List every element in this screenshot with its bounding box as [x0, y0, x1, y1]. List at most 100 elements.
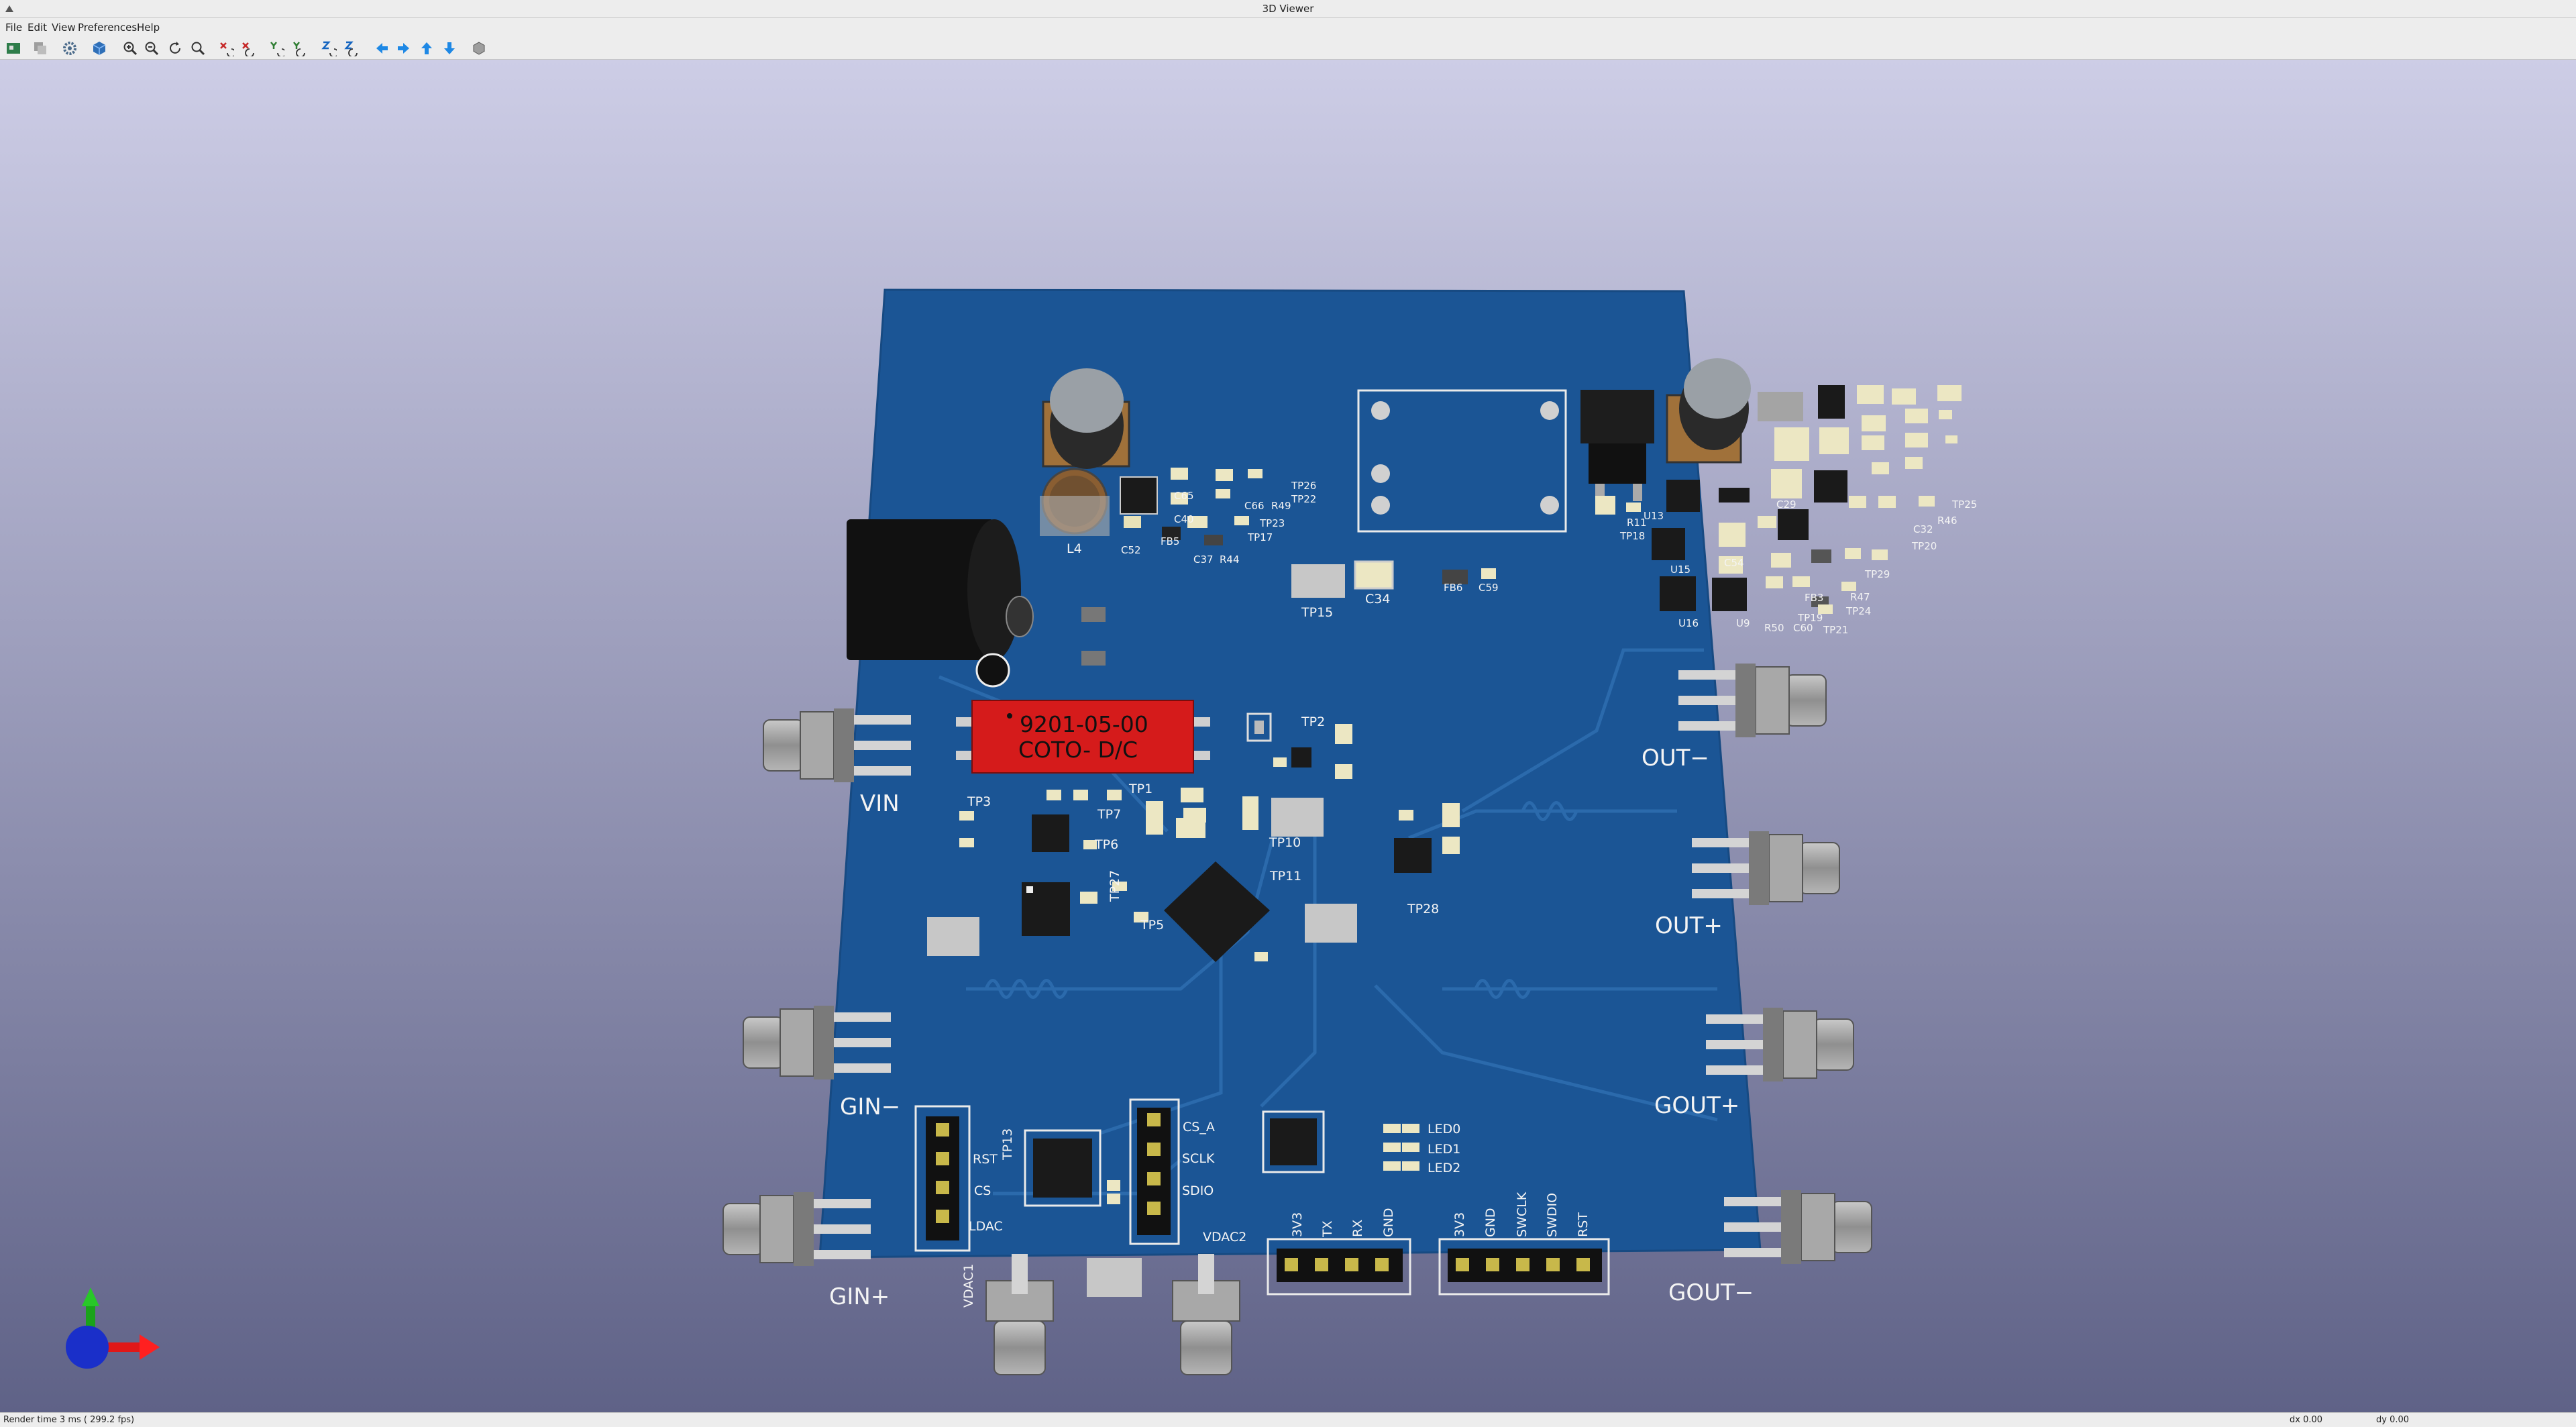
label-gout-minus: GOUT− — [1668, 1279, 1754, 1306]
label-led1: LED1 — [1428, 1142, 1460, 1157]
label-swd-gnd: GND — [1483, 1208, 1498, 1237]
sma-connector-gout-plus — [1705, 1007, 1854, 1082]
arrow-down-icon — [444, 42, 455, 54]
label-c40: C40 — [1174, 513, 1194, 525]
rotate-y-cw-icon — [270, 42, 284, 56]
rotate-z-ccw-button[interactable] — [342, 39, 361, 58]
smd-part — [1107, 1180, 1120, 1191]
label-fb3: FB3 — [1805, 592, 1823, 604]
label-vdac2: VDAC2 — [1203, 1230, 1246, 1245]
rotate-y-ccw-icon — [293, 42, 305, 56]
gear-icon — [63, 42, 76, 55]
rotate-x-ccw-icon — [242, 42, 254, 56]
label-r49: R49 — [1271, 500, 1291, 512]
header-dac-left — [914, 1105, 971, 1252]
test-pad-tp15 — [1291, 564, 1345, 598]
label-sdio: SDIO — [1182, 1183, 1214, 1198]
label-out-plus: OUT+ — [1655, 912, 1723, 939]
label-tp27: TP27 — [1108, 870, 1122, 902]
label-led2: LED2 — [1428, 1161, 1460, 1175]
rotate-y-cw-button[interactable] — [267, 39, 286, 58]
move-right-button[interactable] — [394, 39, 413, 58]
rotate-z-ccw-icon — [344, 41, 358, 56]
zoom-out-button[interactable] — [142, 39, 161, 58]
dac-outline — [1024, 1129, 1102, 1207]
dy-readout: dy 0.00 — [2376, 1415, 2410, 1425]
label-tp18: TP18 — [1619, 530, 1645, 542]
label-tp17: TP17 — [1247, 531, 1273, 543]
menu-edit[interactable]: Edit — [28, 21, 48, 34]
sma-connector-vdac1 — [985, 1253, 1054, 1375]
copy-icon — [34, 42, 46, 54]
sma-connector-out-plus — [1691, 831, 1840, 906]
label-tp15: TP15 — [1301, 605, 1333, 620]
menu-file[interactable]: File — [5, 21, 23, 34]
settings-button[interactable] — [60, 39, 79, 58]
zoom-out-icon — [145, 42, 159, 56]
label-tp19: TP19 — [1797, 612, 1823, 624]
pcb-3d-render[interactable]: L4 C52 FB5 C37 R44 C65 C40 C66 R49 TP26 … — [0, 60, 2576, 1412]
redraw-button[interactable] — [166, 39, 184, 58]
label-c37: C37 — [1193, 553, 1214, 566]
label-tp23: TP23 — [1259, 517, 1285, 529]
label-tp25: TP25 — [1951, 498, 1977, 511]
arrow-right-icon — [398, 43, 409, 54]
label-c52: C52 — [1121, 544, 1141, 556]
label-vdac1: VDAC1 — [961, 1264, 976, 1308]
window-title: 3D Viewer — [1262, 3, 1314, 15]
dx-readout: dx 0.00 — [2290, 1415, 2323, 1425]
raytracing-button[interactable] — [90, 39, 109, 58]
label-tp28: TP28 — [1407, 902, 1439, 916]
mcu-chip — [1164, 861, 1270, 962]
title-bar: 3D Viewer — [0, 0, 2576, 18]
board-refresh-icon — [7, 43, 20, 54]
sma-connector-vin — [763, 708, 912, 783]
label-tp26: TP26 — [1291, 480, 1316, 492]
label-u15: U15 — [1670, 564, 1690, 576]
zoom-fit-button[interactable] — [189, 39, 207, 58]
label-gout-plus: GOUT+ — [1654, 1092, 1739, 1119]
rotate-x-ccw-button[interactable] — [239, 39, 258, 58]
render-cube-icon — [93, 42, 106, 55]
ortho-view-button[interactable] — [470, 39, 488, 58]
label-l4: L4 — [1067, 541, 1082, 556]
label-r11: R11 — [1627, 517, 1647, 529]
cube-icon — [473, 42, 485, 55]
label-c59: C59 — [1479, 582, 1499, 594]
label-r44: R44 — [1220, 553, 1240, 566]
sma-connector-gout-minus — [1723, 1190, 1872, 1265]
rotate-x-cw-button[interactable] — [217, 39, 235, 58]
label-gin-minus: GIN− — [840, 1094, 900, 1120]
smd-part — [1081, 607, 1106, 622]
move-up-button[interactable] — [417, 39, 436, 58]
3d-viewport[interactable]: L4 C52 FB5 C37 R44 C65 C40 C66 R49 TP26 … — [0, 60, 2576, 1412]
sma-connector-gin-plus — [722, 1192, 871, 1267]
menu-preferences[interactable]: Preferences — [78, 21, 138, 34]
reload-board-button[interactable] — [4, 39, 23, 58]
menu-view[interactable]: View — [52, 21, 76, 34]
kicad-app-icon[interactable] — [4, 3, 15, 15]
rotate-z-cw-button[interactable] — [319, 39, 338, 58]
toolbar — [0, 37, 2576, 60]
sma-connector-vdac2 — [1172, 1253, 1240, 1375]
relay-module-outline — [1357, 389, 1567, 533]
move-left-button[interactable] — [372, 39, 391, 58]
label-uart-rx: RX — [1350, 1220, 1365, 1237]
label-tp11: TP11 — [1269, 869, 1301, 884]
move-down-button[interactable] — [440, 39, 459, 58]
zoom-in-button[interactable] — [121, 39, 140, 58]
label-swd-rst: RST — [1576, 1212, 1591, 1237]
arrow-left-icon — [376, 43, 388, 54]
label-fb6: FB6 — [1444, 582, 1462, 594]
label-gin-plus: GIN+ — [829, 1283, 890, 1310]
menu-help[interactable]: Help — [137, 21, 160, 34]
label-fb5: FB5 — [1161, 535, 1179, 547]
ferrite-fb6 — [1442, 570, 1468, 584]
ic-outline — [1262, 1110, 1325, 1173]
label-tp3: TP3 — [967, 794, 991, 809]
label-swd-swclk: SWCLK — [1515, 1192, 1529, 1237]
copy-image-button[interactable] — [31, 39, 50, 58]
rotate-y-ccw-button[interactable] — [290, 39, 309, 58]
label-tp22: TP22 — [1291, 493, 1316, 505]
ic-chip — [1270, 1118, 1317, 1165]
